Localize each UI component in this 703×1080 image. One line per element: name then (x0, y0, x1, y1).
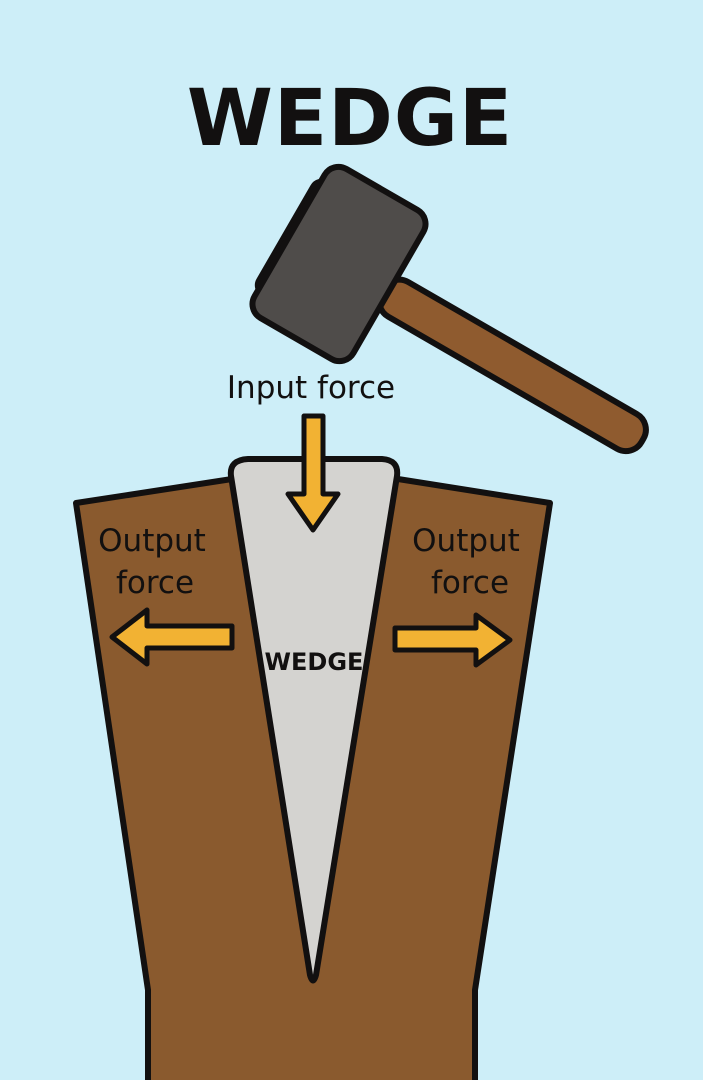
diagram-title: WEDGE (187, 74, 513, 164)
output-force-left-label-line2: force (116, 565, 194, 601)
input-force-arrow (285, 413, 341, 533)
wood-log-right-outline (397, 476, 553, 1080)
input-force-label: Input force (227, 370, 395, 406)
output-force-right-label-line2: force (431, 565, 509, 601)
output-force-right-arrow (392, 612, 513, 668)
wedge-label: WEDGE (265, 648, 364, 676)
hammer-head (249, 163, 429, 365)
wood-log-left-outline (73, 476, 233, 1080)
output-force-left-label-line1: Output (98, 523, 206, 559)
metal-wedge (227, 456, 401, 984)
output-force-right-label-line1: Output (412, 523, 520, 559)
output-force-left-arrow (109, 607, 235, 667)
hammer-handle (376, 276, 649, 455)
hammer (249, 163, 649, 455)
